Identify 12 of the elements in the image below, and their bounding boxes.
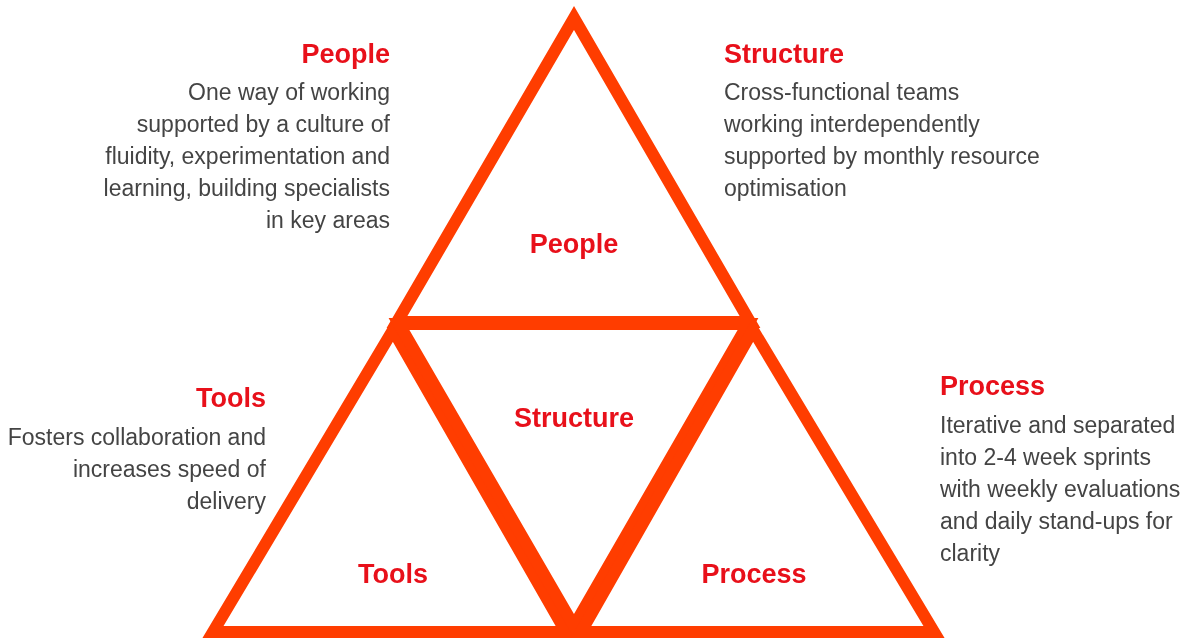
description-text: One way of working supported by a culture of fluidity, experimentation and learning, building specialists in key areas bbox=[102, 78, 390, 235]
description-text: Iterative and separated into 2-4 week sprints with weekly evaluations and daily stand-ups for clarity bbox=[940, 411, 1182, 568]
description-text: Cross-functional teams working interdependently supported by monthly resource optimisation bbox=[724, 78, 1041, 203]
section-heading: Structure bbox=[724, 38, 846, 70]
section-heading: Process bbox=[940, 370, 1047, 402]
triangle-label: Structure bbox=[514, 402, 634, 434]
triangle-label: People bbox=[529, 228, 619, 260]
triangle-label: Tools bbox=[358, 558, 428, 590]
triangle-label: Process bbox=[701, 558, 807, 590]
description-text: Fosters collaboration and increases speed of delivery bbox=[6, 423, 266, 516]
section-heading: People bbox=[300, 38, 390, 70]
section-heading: Tools bbox=[195, 382, 266, 414]
